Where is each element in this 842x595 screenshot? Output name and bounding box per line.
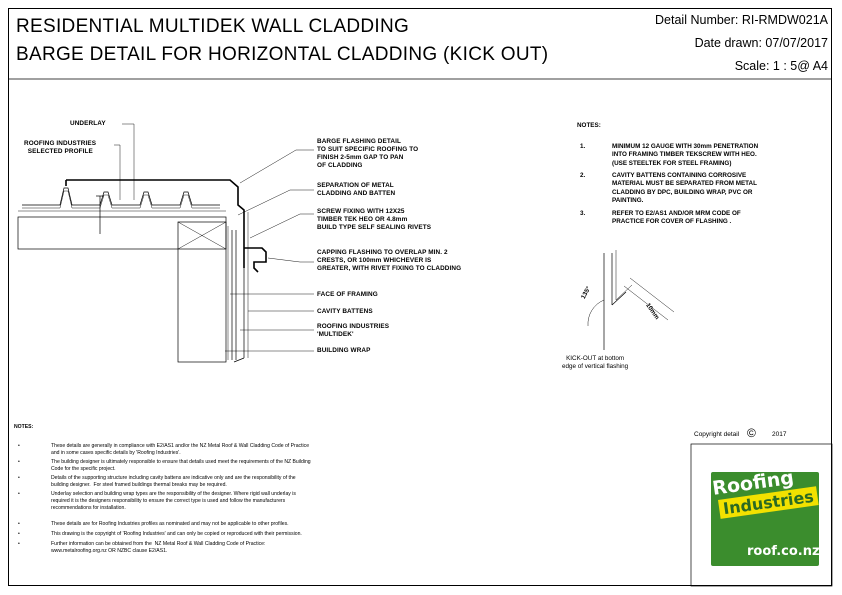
- bullet-mark: •: [18, 491, 20, 497]
- label-roofing-profile: ROOFING INDUSTRIES SELECTED PROFILE: [24, 140, 97, 155]
- screw-fixing: [96, 195, 104, 234]
- notes-right-num-3: 3.: [580, 210, 586, 217]
- title-line-1: RESIDENTIAL MULTIDEK WALL CLADDING: [16, 16, 410, 37]
- label-multidek: ROOFING INDUSTRIES 'MULTIDEK': [317, 323, 390, 338]
- bullet-mark: •: [18, 475, 20, 481]
- copyright-year: 2017: [772, 431, 787, 438]
- roofing-profile: [22, 187, 220, 209]
- notes-right-num-2: 2.: [580, 172, 586, 179]
- roof-framing: [17, 210, 227, 250]
- notes-right-text-1: MINIMUM 12 GAUGE WITH 30mm PENETRATION I…: [612, 143, 759, 167]
- wall-cladding: [227, 210, 249, 363]
- notes-bottom-bullet-4: Underlay selection and building wrap typ…: [51, 491, 296, 511]
- drawing-frame: [8, 8, 832, 586]
- notes-right-text-2: CAVITY BATTENS CONTAINING CORROSIVE MATE…: [612, 172, 757, 204]
- copyright-icon: ©: [747, 426, 756, 440]
- notes-bottom-bullet-3: Details of the supporting structure incl…: [51, 475, 296, 488]
- logo-box: [690, 443, 833, 587]
- copyright-label: Copyright detail: [694, 431, 740, 438]
- capping-flashing: [244, 247, 267, 273]
- label-screw-fixing: SCREW FIXING WITH 12X25 TIMBER TEK HEO O…: [317, 208, 432, 231]
- notes-bottom-bullet-1: These details are generally in complianc…: [51, 443, 310, 456]
- notes-bottom-bullet-6: This drawing is the copyright of 'Roofin…: [51, 531, 302, 537]
- kickout-caption: KICK-OUT at bottom edge of vertical flas…: [562, 355, 629, 371]
- logo-url: roof.co.nz: [747, 544, 820, 559]
- bullet-mark: •: [18, 531, 20, 537]
- date-drawn: Date drawn: 07/07/2017: [694, 36, 828, 50]
- label-cavity-battens: CAVITY BATTENS: [317, 308, 373, 315]
- notes-right-heading: NOTES:: [577, 122, 601, 129]
- title-line-2: BARGE DETAIL FOR HORIZONTAL CLADDING (KI…: [16, 44, 549, 65]
- roofing-industries-logo: Roofing Industries roof.co.nz: [704, 466, 828, 571]
- notes-bottom-heading: NOTES:: [14, 424, 34, 430]
- label-underlay: UNDERLAY: [70, 120, 106, 127]
- logo-panel: Roofing Industries roof.co.nz: [711, 467, 820, 566]
- notes-bottom-bullet-5: These details are for Roofing Industries…: [51, 521, 289, 527]
- bullet-mark: •: [18, 541, 20, 547]
- notes-right-text-3: REFER TO E2/AS1 AND/OR MRM CODE OF PRACT…: [612, 210, 741, 226]
- kickout-detail: [587, 250, 675, 350]
- label-capping-flashing: CAPPING FLASHING TO OVERLAP MIN. 2 CREST…: [317, 249, 462, 272]
- notes-right-num-1: 1.: [580, 143, 586, 150]
- bullet-mark: •: [18, 521, 20, 527]
- label-building-wrap: BUILDING WRAP: [317, 347, 371, 354]
- wall-framing: [177, 221, 227, 363]
- bullet-mark: •: [18, 443, 20, 449]
- barge-flashing: [65, 179, 245, 268]
- notes-bottom-bullet-2: The building designer is ultimately resp…: [51, 459, 311, 472]
- label-face-of-framing: FACE OF FRAMING: [317, 291, 378, 298]
- leader-lines: [114, 123, 314, 352]
- bullet-mark: •: [18, 459, 20, 465]
- detail-number: Detail Number: RI-RMDW021A: [655, 13, 828, 27]
- label-barge-flashing: BARGE FLASHING DETAIL TO SUIT SPECIFIC R…: [317, 138, 419, 169]
- notes-bottom-bullet-7: Further information can be obtained from…: [51, 541, 266, 554]
- label-separation: SEPARATION OF METAL CLADDING AND BATTEN: [317, 182, 396, 197]
- scale: Scale: 1 : 5@ A4: [734, 59, 828, 73]
